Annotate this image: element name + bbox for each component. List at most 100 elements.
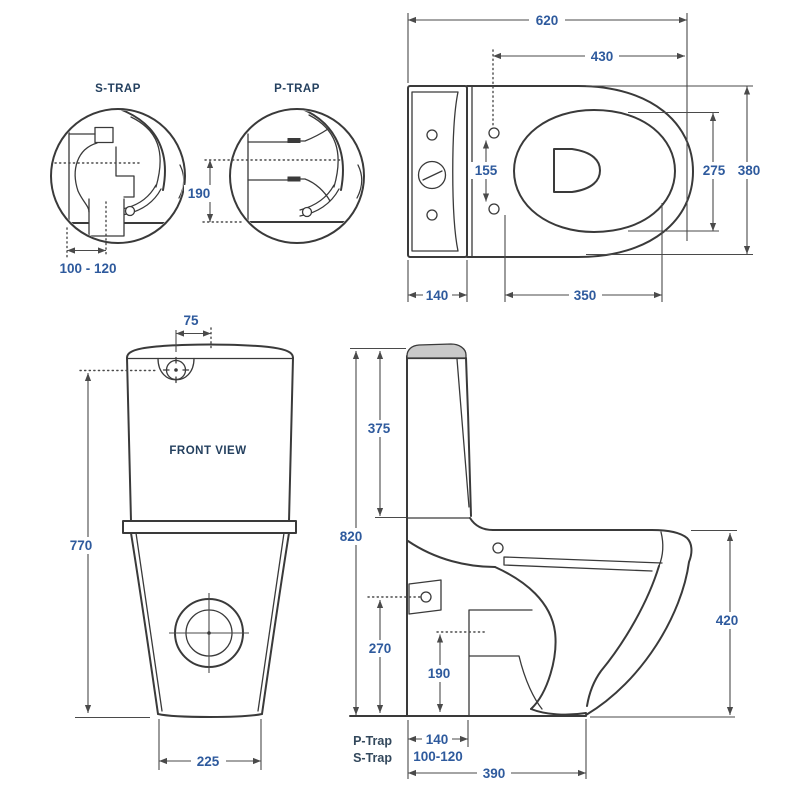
dim-trap-centre-height: 190 bbox=[424, 631, 487, 712]
extension-lines bbox=[586, 85, 753, 256]
flush-button bbox=[417, 160, 447, 190]
dim-cistern-depth: 140 bbox=[407, 260, 468, 303]
dim-button-offset: 75 bbox=[175, 313, 212, 352]
s-trap-caption: S-TRAP bbox=[95, 83, 141, 95]
outlet-pipe-top bbox=[287, 128, 329, 142]
bowl-inner-front-curve bbox=[494, 566, 557, 710]
seat-hinge bbox=[492, 542, 504, 554]
cistern-inner-lines bbox=[411, 91, 459, 252]
s-trap-row-label: S-Trap bbox=[353, 751, 392, 765]
dim-cistern-height: 375 bbox=[364, 351, 406, 519]
seat-hinge-hole-bottom bbox=[488, 203, 500, 215]
label-bg bbox=[733, 162, 766, 179]
wall-lines bbox=[247, 141, 289, 181]
fixing-hole bbox=[301, 206, 313, 218]
dim-total-height: 820 bbox=[336, 347, 406, 715]
bowl-rear-curve-inner bbox=[308, 114, 339, 188]
water-inlet-hole bbox=[420, 591, 432, 603]
label-bg bbox=[364, 640, 396, 657]
bowl-rear-curve-outer bbox=[299, 110, 344, 191]
water-inlet-spot bbox=[553, 148, 601, 193]
dim-label-390: 390 bbox=[483, 766, 506, 781]
bowl-rear-curve-outer bbox=[121, 110, 166, 191]
dim-base-width: 225 bbox=[158, 719, 262, 770]
dim-fixing-to-front: 430 bbox=[492, 48, 685, 128]
dim-overall-width: 380 bbox=[586, 85, 766, 256]
side-view: 820 375 270 190 420 P-Trap bbox=[336, 343, 744, 781]
water-inlet-bracket bbox=[408, 579, 442, 615]
inlet-flange bbox=[94, 126, 114, 144]
dim-label-270: 270 bbox=[369, 641, 392, 656]
cistern-front-inner bbox=[456, 358, 470, 508]
dim-label-190: 190 bbox=[188, 186, 211, 201]
dim-label-275: 275 bbox=[703, 163, 726, 178]
label-bg bbox=[191, 753, 226, 769]
label-bg bbox=[184, 185, 215, 202]
dim-label-140: 140 bbox=[426, 732, 449, 747]
cistern-sides bbox=[126, 357, 294, 522]
label-bg bbox=[422, 731, 452, 747]
s-trap-detail-circle bbox=[50, 108, 186, 244]
dim-seat-width: 275 bbox=[628, 111, 730, 232]
extension-lines bbox=[628, 111, 719, 232]
dim-label-350: 350 bbox=[574, 288, 597, 303]
trap-setout-dimensions: P-Trap S-Trap 140 100-120 390 bbox=[353, 719, 587, 781]
label-bg bbox=[477, 765, 511, 781]
pedestal-inner-curves bbox=[135, 532, 285, 712]
fixing-hole bbox=[124, 205, 136, 217]
dim-label-190: 190 bbox=[428, 666, 451, 681]
dim-label-100-120: 100-120 bbox=[413, 749, 463, 764]
flush-button-centre bbox=[174, 368, 178, 372]
pipe-gasket-bottom bbox=[287, 176, 301, 182]
cistern-front-edge bbox=[465, 357, 472, 517]
rim-lens-curve bbox=[356, 164, 363, 199]
dim-label-380: 380 bbox=[738, 163, 761, 178]
sump-bottom-curve bbox=[530, 708, 587, 716]
s-trap-section-drawing bbox=[54, 110, 184, 237]
seat-hinge-hole-top bbox=[488, 127, 500, 139]
dim-label-820: 820 bbox=[340, 529, 363, 544]
label-bg bbox=[569, 287, 602, 303]
dim-bowl-height: 420 bbox=[590, 529, 744, 718]
cistern-bolt-hole-top bbox=[426, 129, 438, 141]
bowl-rear-curve-inner bbox=[130, 116, 161, 188]
label-bg bbox=[64, 537, 98, 554]
dim-hinge-spacing: 155 bbox=[471, 140, 502, 202]
dim-label-620: 620 bbox=[536, 13, 559, 28]
extension-lines bbox=[590, 529, 737, 718]
label-bg bbox=[364, 420, 396, 437]
dim-label-430: 430 bbox=[591, 49, 614, 64]
dim-overall-length: 620 bbox=[407, 12, 688, 241]
seat-wedge bbox=[503, 556, 663, 572]
outlet-pipe-bottom bbox=[287, 178, 331, 202]
dim-label-375: 375 bbox=[368, 421, 391, 436]
outlet-pipe bbox=[88, 198, 125, 237]
pan-junction-band bbox=[122, 520, 297, 534]
outlet-profile bbox=[468, 609, 543, 717]
cistern-outline bbox=[407, 85, 468, 258]
seat-and-bowl-outer bbox=[492, 529, 693, 716]
extension-lines bbox=[407, 13, 688, 241]
dim-label-100-120: 100 - 120 bbox=[59, 261, 116, 276]
dim-label-75: 75 bbox=[183, 313, 199, 328]
pan-outline bbox=[466, 85, 694, 258]
pedestal-outer-curves bbox=[130, 532, 290, 715]
front-view: FRONT VIEW 75 770 225 bbox=[64, 313, 297, 770]
p-trap-row-label: P-Trap bbox=[353, 734, 392, 748]
trap-centre bbox=[207, 631, 211, 635]
flush-button-slot bbox=[422, 170, 443, 181]
cistern-lid-top bbox=[126, 343, 294, 359]
flush-button-ticks bbox=[162, 356, 190, 384]
p-trap-detail-circle bbox=[229, 108, 365, 244]
trap-body-outline bbox=[74, 142, 98, 213]
cistern-lid bbox=[406, 343, 467, 359]
dim-bowl-length: 350 bbox=[504, 203, 663, 303]
p-trap-detail-view: P-TRAP 190 bbox=[184, 83, 365, 244]
label-bg bbox=[699, 162, 730, 179]
rim-lens-curve bbox=[178, 164, 184, 199]
dim-label-420: 420 bbox=[716, 613, 739, 628]
bowl-bottom-band-inner bbox=[299, 184, 335, 211]
dim-label-770: 770 bbox=[70, 538, 93, 553]
bowl-bottom-band-inner bbox=[121, 184, 157, 210]
